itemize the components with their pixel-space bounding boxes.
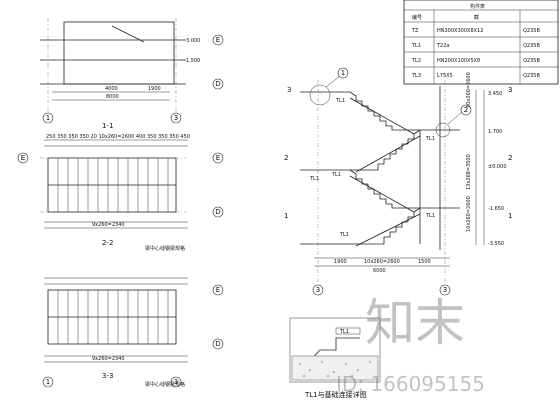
level-1: 3.450: [488, 91, 502, 97]
level-5: -3.550: [488, 241, 504, 247]
main-dim-b: 10x260=2600: [364, 259, 400, 265]
elev-mark-1: TL1: [335, 98, 345, 104]
axis-main-left: 3: [316, 286, 320, 294]
sec1-dim-a: 4000: [105, 86, 118, 92]
table-cell-r1-c0: TL1: [411, 43, 421, 49]
step-dim-1: 10x260=2600: [466, 72, 472, 108]
svg-text:D: D: [215, 340, 220, 348]
svg-text:2: 2: [464, 106, 468, 114]
section-label-1-1: 1-1: [102, 122, 113, 130]
section-1-1: 4000 1900 8000 3.000 1.500 1 3 E D 1-1: [40, 18, 224, 130]
elev-mark-3: TL1: [331, 172, 341, 178]
svg-text:E: E: [21, 154, 25, 162]
main-dim-a: 1900: [334, 259, 347, 265]
watermark-id: ID: 166095155: [336, 372, 485, 396]
elev-mark-2: TL1: [425, 136, 435, 142]
sec1-dim-b: 1900: [148, 86, 161, 92]
axis-e-sec1: E: [216, 36, 220, 44]
axis-1-sec1: 1: [46, 114, 50, 122]
table-cell-r3-c0: TL3: [411, 73, 421, 79]
axis-main-right: 3: [443, 286, 447, 294]
table-cell-r1-c2: Q235B: [523, 43, 540, 49]
svg-text:3: 3: [287, 86, 291, 94]
svg-text:TL1: TL1: [339, 232, 349, 238]
base-connection-detail: TL1 TL1与基础连接详图: [289, 317, 381, 399]
table-cell-r2-c1: HN200X100X5X8: [437, 58, 480, 64]
svg-text:梁中心线钢梁规格: 梁中心线钢梁规格: [145, 381, 185, 388]
svg-text:D: D: [215, 208, 220, 216]
table-header-1: 截: [474, 14, 479, 21]
axis-3-sec1: 3: [174, 114, 178, 122]
step-dim-2: 13x268=3500: [466, 154, 472, 190]
watermark: 知末 ID: 166095155: [336, 294, 485, 396]
svg-text:9x260=2340: 9x260=2340: [92, 356, 125, 362]
main-dim-total: 6000: [373, 268, 386, 274]
svg-text:E: E: [216, 154, 220, 162]
table-cell-r0-c2: Q235B: [523, 28, 540, 34]
watermark-chars: 知末: [365, 294, 465, 352]
table-cell-r3-c2: Q235B: [523, 73, 540, 79]
table-cell-r2-c2: Q235B: [523, 58, 540, 64]
svg-text:1.500: 1.500: [186, 58, 200, 64]
detail-title: TL1与基础连接详图: [304, 390, 367, 399]
plan22-top-dims: 250 350 350 350 20 10x260=2600 400 350 3…: [46, 134, 190, 140]
svg-text:2: 2: [508, 154, 512, 162]
plan22-bottom-dims: 9x260=2340: [92, 222, 125, 228]
table-cell-r0-c0: TZ: [411, 28, 419, 34]
level-2: 1.700: [488, 129, 502, 135]
svg-text:3: 3: [174, 378, 178, 386]
level-3: ±0.000: [488, 164, 507, 170]
section-label-2-2: 2-2: [102, 239, 113, 247]
svg-text:1: 1: [284, 212, 288, 220]
main-dim-c: 1500: [418, 259, 431, 265]
table-cell-r3-c1: L75X5: [437, 73, 453, 79]
plan-note-22: 梁中心线钢梁规格: [145, 245, 185, 252]
svg-text:1: 1: [46, 378, 50, 386]
svg-text:E: E: [216, 286, 220, 294]
svg-text:3: 3: [508, 86, 512, 94]
table-cell-r0-c1: HN300X300X8X12: [437, 28, 483, 34]
elev-mark-4: TL1: [425, 213, 435, 219]
svg-text:TL1: TL1: [309, 176, 319, 182]
plan-3-3: 9x260=2340 1 3 E D 3-3 梁中心线钢梁规格: [42, 277, 224, 388]
section-label-3-3: 3-3: [102, 372, 113, 380]
table-cell-r1-c1: T22a: [436, 43, 449, 49]
sec1-dim-total: 8000: [106, 94, 119, 100]
svg-text:TL1: TL1: [339, 329, 349, 335]
axis-mid-left: 2: [284, 154, 288, 162]
table-header-0: 编号: [412, 14, 422, 21]
table-title: 构件表: [470, 3, 485, 10]
svg-text:1: 1: [341, 69, 345, 77]
level-4: -1.650: [488, 206, 504, 212]
table-cell-r2-c0: TL2: [411, 58, 421, 64]
svg-text:3.000: 3.000: [186, 38, 200, 44]
step-dim-3: 10x260=2600: [466, 196, 472, 232]
axis-d-sec1: D: [215, 80, 220, 88]
plan-2-2: 250 350 350 350 20 10x260=2600 400 350 3…: [17, 134, 224, 252]
svg-text:1: 1: [508, 212, 512, 220]
main-elevation: 1 2 TL1 TL1 TL1 TL1 TL1 TL1 3.450 1.700 …: [284, 67, 512, 296]
